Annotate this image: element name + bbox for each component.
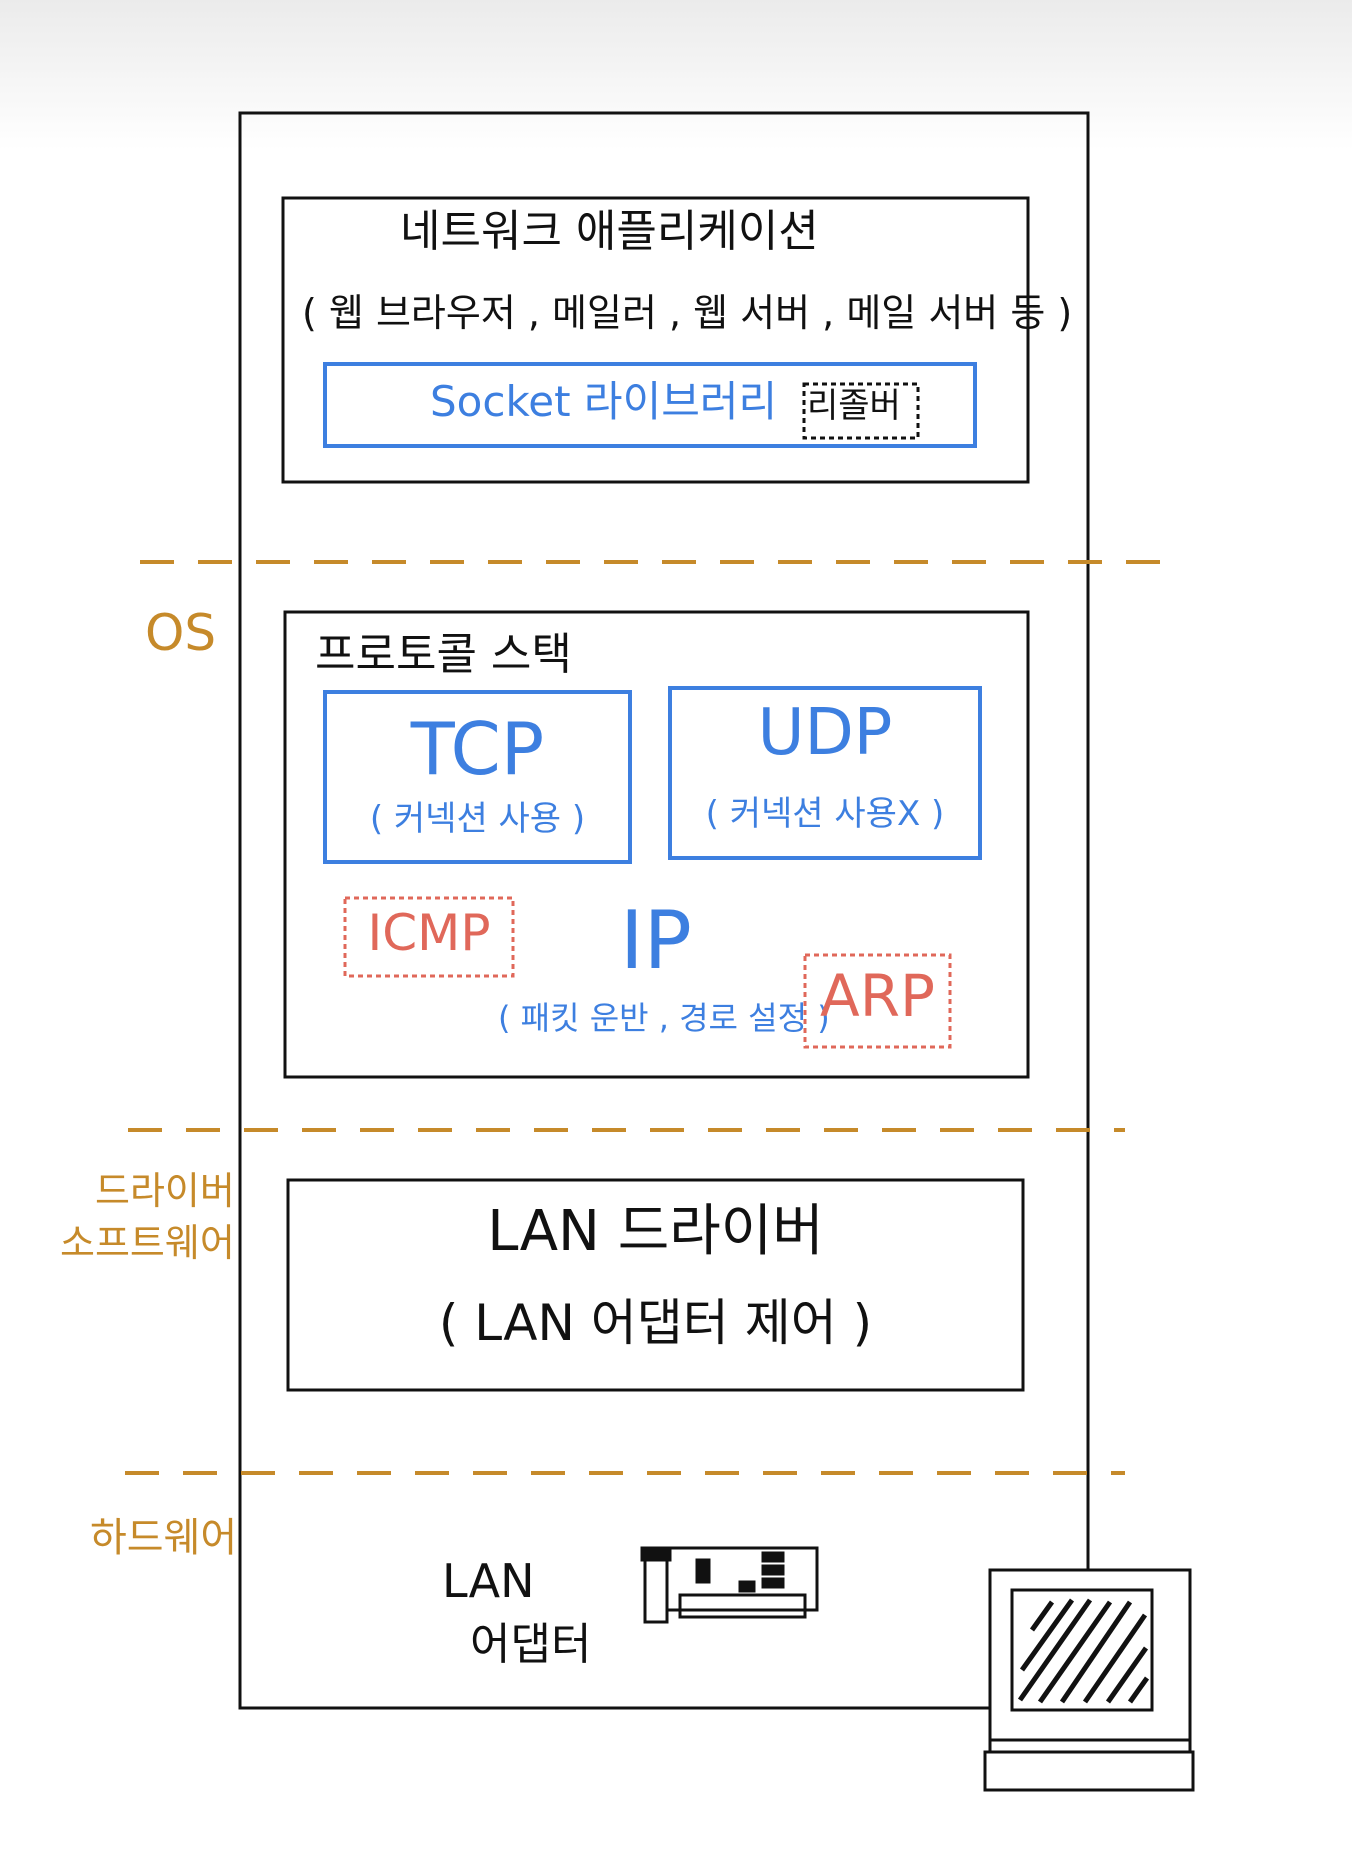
driver-layer-label-line1: 드라이버 — [95, 1169, 235, 1213]
ip-label: IP — [620, 894, 692, 987]
icmp-label: ICMP — [367, 904, 491, 962]
driver-layer-label-line2: 소프트웨어 — [60, 1221, 235, 1265]
lan-adapter-label-line1: LAN — [442, 1554, 535, 1608]
arp-box — [803, 953, 952, 1049]
lan-adapter-label-line2: 어댑터 — [470, 1619, 592, 1670]
lan-driver-note: ( LAN 어댑터 제어 ) — [438, 1294, 873, 1352]
tcp-box — [323, 690, 632, 864]
computer-monitor-icon — [983, 1568, 1195, 1792]
lan-driver-box — [286, 1178, 1025, 1392]
background-shade — [0, 0, 1352, 150]
resolver-label: 리졸버 — [807, 386, 901, 426]
tcp-label: TCP — [410, 707, 545, 791]
socket-library-box — [323, 362, 977, 448]
application-subtitle: ( 웹 브라우저 , 메일러 , 웹 서버 , 메일 서버 등 ) — [302, 291, 1073, 335]
application-box — [281, 196, 1030, 484]
arp-label: ARP — [820, 962, 935, 1030]
protocol-stack-box — [283, 610, 1030, 1079]
os-layer-label: OS — [145, 604, 217, 662]
resolver-box — [802, 382, 920, 440]
udp-box — [668, 686, 982, 860]
application-title: 네트워크 애플리케이션 — [400, 206, 819, 257]
lan-driver-title: LAN 드라이버 — [487, 1199, 824, 1264]
socket-library-label: Socket 라이브러리 — [430, 377, 778, 426]
udp-label: UDP — [757, 696, 893, 770]
ip-note: ( 패킷 운반 , 경로 설정 ) — [498, 999, 830, 1037]
icmp-box — [343, 896, 515, 978]
outer-frame — [238, 111, 1090, 1710]
hardware-layer-label: 하드웨어 — [90, 1515, 238, 1561]
lan-card-icon — [640, 1546, 819, 1624]
udp-note: ( 커넥션 사용X ) — [705, 794, 945, 834]
protocol-stack-title: 프로토콜 스택 — [315, 629, 572, 680]
tcp-note: ( 커넥션 사용 ) — [369, 799, 586, 839]
